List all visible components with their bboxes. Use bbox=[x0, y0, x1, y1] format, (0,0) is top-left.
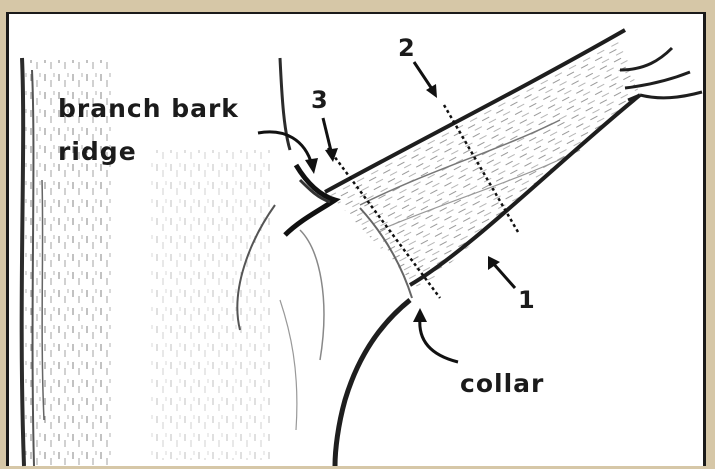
label-ridge: ridge bbox=[58, 137, 137, 166]
label-cut-2: 2 bbox=[398, 34, 415, 62]
cut-2-arrow bbox=[414, 62, 437, 98]
branch bbox=[325, 30, 702, 290]
cut-1-arrow bbox=[488, 256, 515, 288]
label-cut-3: 3 bbox=[311, 86, 328, 114]
label-collar: collar bbox=[460, 369, 544, 398]
label-branch-bark: branch bark bbox=[58, 94, 239, 123]
cut-3-arrow bbox=[323, 118, 338, 162]
collar-arrow bbox=[413, 308, 458, 362]
branch-bark-ridge bbox=[285, 165, 335, 235]
label-cut-1: 1 bbox=[518, 286, 535, 314]
